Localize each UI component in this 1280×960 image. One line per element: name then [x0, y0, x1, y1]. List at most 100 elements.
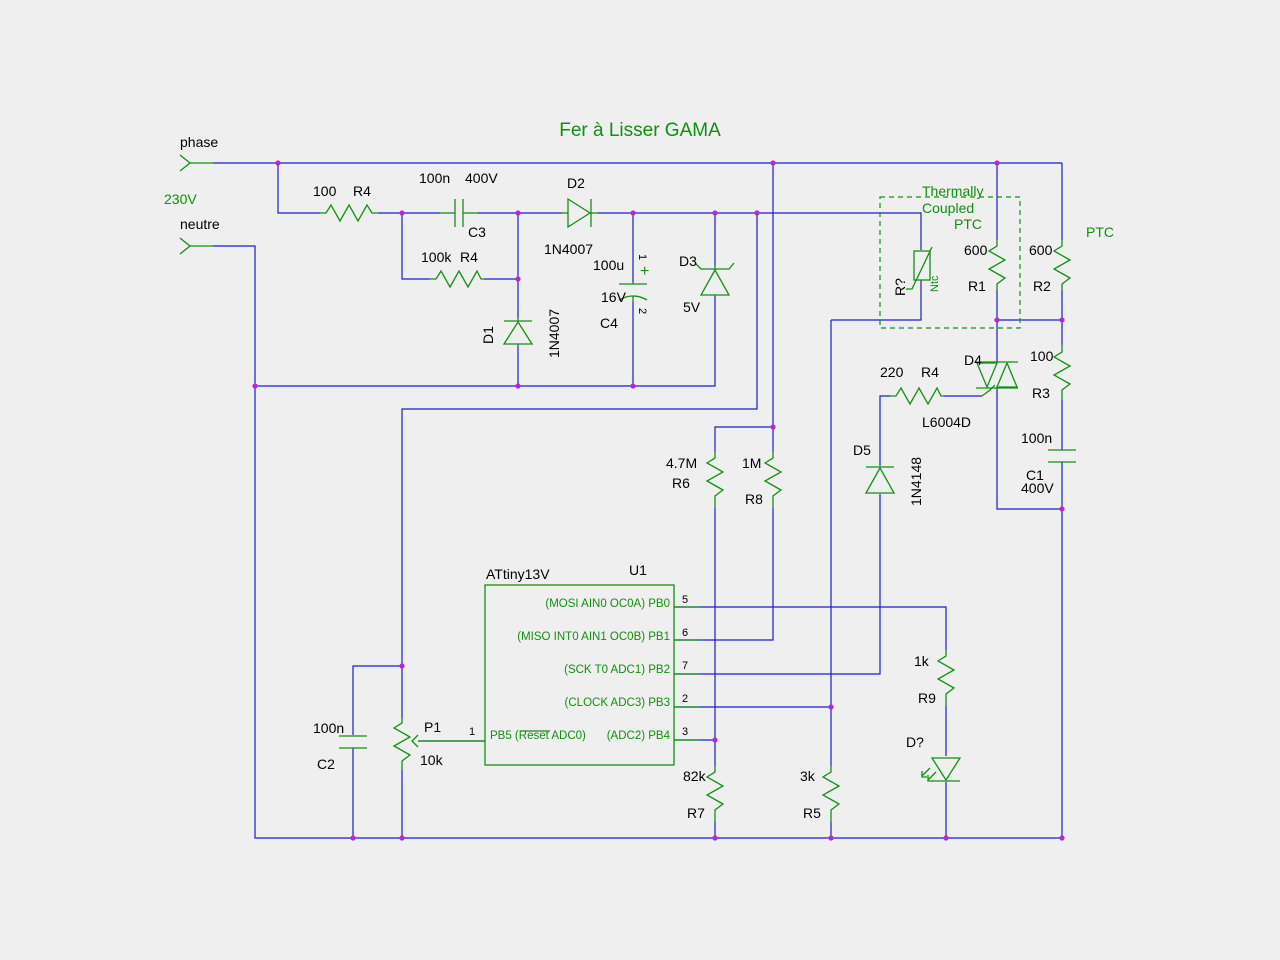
- svg-text:3: 3: [682, 726, 688, 738]
- svg-text:C1: C1: [1026, 467, 1044, 483]
- svg-text:6: 6: [682, 627, 688, 639]
- svg-text:D2: D2: [567, 175, 585, 191]
- resistor-r9: 1k R9: [914, 650, 956, 706]
- svg-text:R8: R8: [745, 491, 763, 507]
- svg-text:R1: R1: [968, 278, 986, 294]
- svg-text:R4: R4: [460, 249, 478, 265]
- resistor-r5: 3k R5: [800, 766, 841, 822]
- svg-text:5: 5: [682, 594, 688, 606]
- svg-text:100n: 100n: [419, 170, 450, 186]
- svg-text:PB5 (Reset ADC0): PB5 (Reset ADC0): [490, 730, 586, 742]
- svg-text:D5: D5: [853, 442, 871, 458]
- svg-text:D?: D?: [906, 734, 924, 750]
- resistor-r6: 4.7M R6: [666, 452, 725, 508]
- svg-text:1M: 1M: [742, 455, 761, 471]
- svg-text:Thermally: Thermally: [922, 183, 983, 199]
- svg-text:1k: 1k: [914, 653, 930, 669]
- ic-u1-attiny13v: ATtiny13V U1 5 6 7 2 3 1 (MOSI AIN0 OC0A…: [460, 562, 700, 766]
- svg-text:(SCK T0 ADC1) PB2: (SCK T0 ADC1) PB2: [564, 664, 670, 676]
- svg-text:P1: P1: [424, 719, 441, 735]
- resistor-r3: 100 R3: [1030, 345, 1072, 401]
- zener-d3: D3 5V: [679, 253, 735, 315]
- svg-text:100k: 100k: [421, 249, 452, 265]
- resistor-r2-ptc: 600 R2 PTC: [1029, 224, 1114, 294]
- svg-text:1: 1: [636, 254, 648, 260]
- capacitor-c4: 100u 16V C4 1 2 +: [593, 254, 649, 331]
- svg-text:100n: 100n: [313, 720, 344, 736]
- svg-text:U1: U1: [629, 562, 647, 578]
- svg-text:C3: C3: [468, 224, 486, 240]
- svg-text:1N4007: 1N4007: [546, 309, 562, 358]
- resistor-r4-220: 220 R4: [880, 364, 944, 406]
- svg-text:R5: R5: [803, 805, 821, 821]
- svg-text:C2: C2: [317, 756, 335, 772]
- svg-text:+: +: [640, 263, 649, 280]
- svg-text:Coupled: Coupled: [922, 200, 974, 216]
- svg-text:Ntc: Ntc: [929, 275, 941, 292]
- port-neutre-label: neutre: [180, 216, 220, 232]
- svg-text:7: 7: [682, 660, 688, 672]
- svg-text:R4: R4: [353, 183, 371, 199]
- schematic-title: Fer à Lisser GAMA: [559, 120, 721, 141]
- svg-text:D1: D1: [480, 326, 496, 344]
- svg-text:(MISO INT0 AIN1 OC0B) PB1: (MISO INT0 AIN1 OC0B) PB1: [517, 631, 670, 643]
- resistor-r7: 82k R7: [683, 766, 725, 822]
- svg-text:100n: 100n: [1021, 430, 1052, 446]
- svg-text:R9: R9: [918, 690, 936, 706]
- svg-text:C4: C4: [600, 315, 618, 331]
- diode-d1: D1 1N4007: [480, 309, 562, 358]
- capacitor-c3: 100n 400V C3: [419, 170, 498, 240]
- svg-text:1N4007: 1N4007: [544, 241, 593, 257]
- svg-text:ATtiny13V: ATtiny13V: [486, 566, 550, 582]
- svg-text:2: 2: [636, 308, 648, 314]
- triac-d4: D4 L6004D: [922, 352, 1018, 430]
- svg-text:D3: D3: [679, 253, 697, 269]
- svg-text:10k: 10k: [420, 752, 444, 768]
- diode-d2: D2 1N4007: [544, 175, 598, 257]
- svg-text:220: 220: [880, 364, 904, 380]
- svg-text:5V: 5V: [683, 299, 701, 315]
- resistor-r1: 600 R1: [964, 240, 1007, 294]
- svg-text:(ADC2) PB4: (ADC2) PB4: [607, 730, 671, 742]
- diode-d5: D5 1N4148: [853, 442, 924, 506]
- svg-text:R?: R?: [892, 278, 908, 296]
- port-phase: phase: [179, 134, 218, 172]
- svg-text:16V: 16V: [601, 289, 627, 305]
- svg-text:R4: R4: [921, 364, 939, 380]
- svg-text:D4: D4: [964, 352, 982, 368]
- potentiometer-p1: P1 10k: [392, 718, 460, 770]
- port-neutre: neutre: [179, 216, 220, 255]
- supply-voltage-label: 230V: [164, 191, 197, 207]
- capacitor-c2: 100n C2: [313, 720, 367, 772]
- svg-text:(CLOCK ADC3) PB3: (CLOCK ADC3) PB3: [565, 697, 670, 709]
- capacitor-c1: 100n C1 400V: [1021, 430, 1076, 496]
- svg-text:R7: R7: [687, 805, 705, 821]
- svg-text:3k: 3k: [800, 768, 816, 784]
- svg-text:1: 1: [469, 726, 475, 738]
- svg-text:600: 600: [964, 242, 988, 258]
- svg-text:R3: R3: [1032, 385, 1050, 401]
- svg-text:(MOSI AIN0 OC0A) PB0: (MOSI AIN0 OC0A) PB0: [545, 598, 670, 610]
- svg-text:1N4148: 1N4148: [908, 457, 924, 506]
- svg-text:400V: 400V: [465, 170, 498, 186]
- ntc-thermistor: R? Ntc: [892, 246, 941, 296]
- svg-text:L6004D: L6004D: [922, 414, 971, 430]
- svg-text:2: 2: [682, 693, 688, 705]
- svg-text:PTC: PTC: [1086, 224, 1114, 240]
- resistor-r4-100k: 100k R4: [421, 249, 484, 289]
- svg-text:100: 100: [1030, 348, 1054, 364]
- svg-text:100: 100: [313, 183, 337, 199]
- thermal-coupling-box: Thermally Coupled PTC: [879, 183, 1021, 329]
- port-phase-label: phase: [180, 134, 218, 150]
- svg-text:600: 600: [1029, 242, 1053, 258]
- svg-text:100u: 100u: [593, 257, 624, 273]
- svg-text:R6: R6: [672, 475, 690, 491]
- svg-text:82k: 82k: [683, 768, 707, 784]
- svg-text:400V: 400V: [1021, 480, 1054, 496]
- junctions: [252, 160, 1065, 841]
- resistor-r8: 1M R8: [742, 452, 783, 508]
- wires: [213, 162, 1063, 839]
- svg-text:R2: R2: [1033, 278, 1051, 294]
- svg-text:PTC: PTC: [954, 216, 982, 232]
